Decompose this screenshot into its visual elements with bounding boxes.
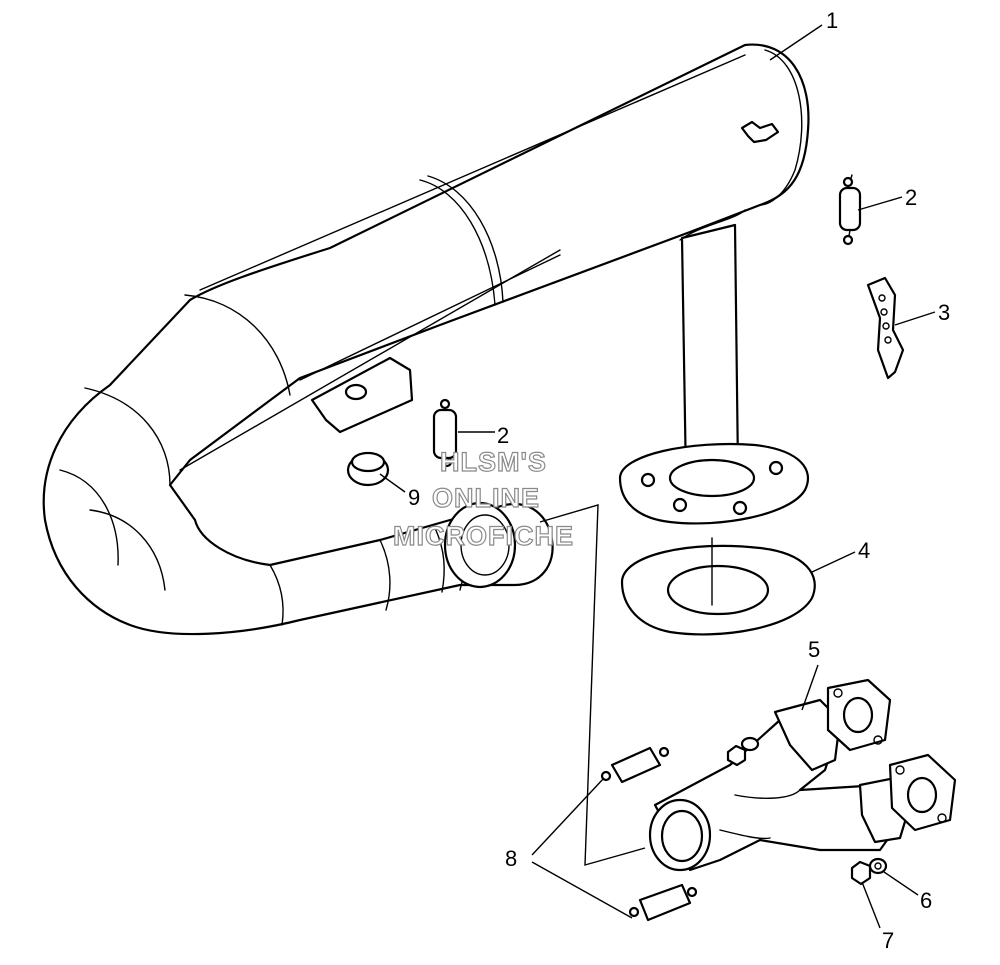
nut-part-7: [850, 860, 872, 886]
watermark-line-1: HLSM'S: [440, 447, 547, 477]
watermark-line-3: MICROFICHE: [393, 521, 574, 551]
callout-2-center: 2: [497, 423, 509, 448]
callout-7: 7: [882, 928, 894, 953]
watermark-line-2: ONLINE: [432, 483, 540, 513]
muffler-assembly: [42, 43, 810, 636]
spring-lower-upper: [600, 746, 670, 784]
callout-labels: 1 2 2 3 4 5 6 7 8 9: [408, 8, 950, 953]
callout-9: 9: [408, 485, 420, 510]
grommet: [346, 451, 390, 487]
manifold-gasket-upper: [826, 678, 892, 752]
nut-left: [726, 744, 747, 767]
tail-pipe: [680, 223, 740, 482]
callout-5: 5: [808, 637, 820, 662]
washer-left: [740, 736, 760, 752]
manifold-gasket-lower: [888, 753, 957, 832]
callout-1: 1: [826, 8, 838, 33]
callout-2-upper: 2: [905, 185, 917, 210]
washer-part-6: [868, 857, 888, 875]
muffler-body: [42, 43, 810, 636]
spring-center: [432, 398, 458, 468]
callout-8: 8: [505, 846, 517, 871]
flange-gasket: [620, 537, 816, 636]
mounting-plate: [866, 276, 905, 380]
callout-6: 6: [920, 888, 932, 913]
watermark: HLSM'S ONLINE MICROFICHE: [392, 446, 574, 551]
spring-upper-right: [838, 174, 862, 246]
callout-4: 4: [858, 538, 870, 563]
callout-3: 3: [938, 300, 950, 325]
leader-lines: [379, 24, 936, 929]
spring-lower-lower: [628, 883, 698, 922]
